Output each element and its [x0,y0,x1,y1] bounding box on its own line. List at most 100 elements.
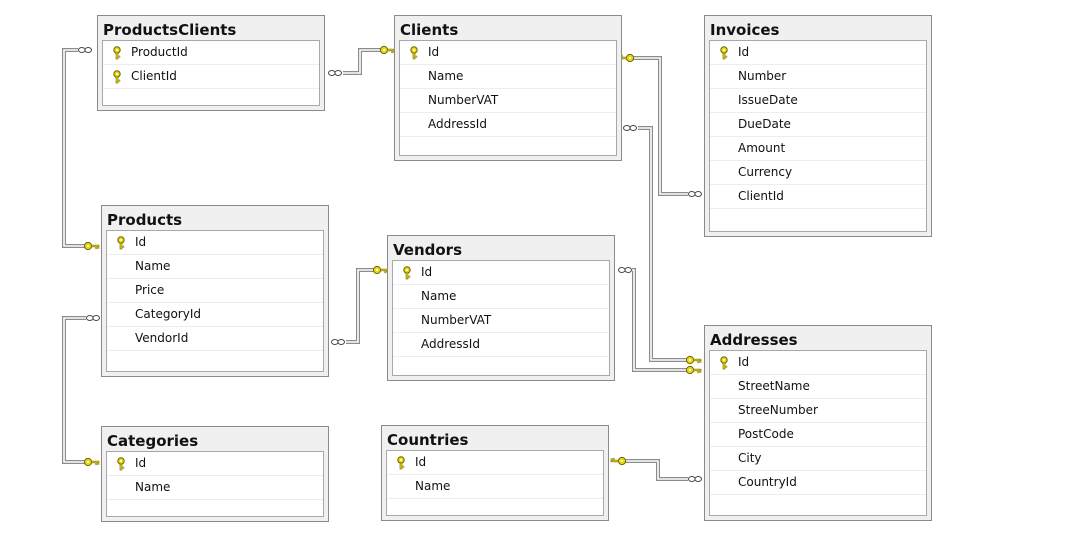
column-row[interactable]: Id [710,351,926,375]
column-name: Id [135,456,147,470]
column-row[interactable]: AddressId [400,113,616,137]
column-name: VendorId [135,331,189,345]
relationship-productsclients-clients[interactable] [328,45,396,76]
column-list: Id StreetName StreeNumber PostCode City … [709,350,927,516]
key-icon [403,266,411,280]
relationship-addresses-countries[interactable] [610,456,702,482]
column-row[interactable]: Name [107,255,323,279]
relationship-invoices-clients[interactable] [618,53,702,197]
table-countries[interactable]: Countries Id Name [381,425,609,521]
column-row[interactable]: Name [107,476,323,500]
table-title: Invoices [710,21,780,39]
relationship-vendors-addresses[interactable] [618,267,702,375]
column-name: StreetName [738,379,810,393]
column-row[interactable]: Number [710,65,926,89]
column-row[interactable]: ClientId [710,185,926,209]
column-row[interactable]: Id [400,41,616,65]
key-icon [117,236,125,250]
relationship-clients-addresses[interactable] [623,125,702,365]
table-products[interactable]: Products Id Name Price CategoryId Vendor… [101,205,329,377]
column-row[interactable]: NumberVAT [393,309,609,333]
column-row[interactable]: Id [107,231,323,255]
column-name: Amount [738,141,786,155]
relationship-products-categories[interactable] [62,315,100,467]
key-icon [113,46,121,60]
column-row[interactable]: IssueDate [710,89,926,113]
column-name: Id [421,265,433,279]
column-name: NumberVAT [428,93,499,107]
column-list: Id Name [106,451,324,517]
column-name: AddressId [428,117,487,131]
column-row[interactable]: StreetName [710,375,926,399]
column-row[interactable]: VendorId [107,327,323,351]
column-row[interactable]: DueDate [710,113,926,137]
column-row[interactable]: Id [393,261,609,285]
table-categories[interactable]: Categories Id Name [101,426,329,522]
column-name: StreeNumber [738,403,818,417]
column-row[interactable]: Price [107,279,323,303]
column-name: Name [421,289,457,303]
column-name: CategoryId [135,307,201,321]
column-name: Name [415,479,451,493]
relationship-products-vendors[interactable] [331,265,389,345]
column-list: Id Name [386,450,604,516]
column-name: Name [428,69,464,83]
table-addresses[interactable]: Addresses Id StreetName StreeNumber Post… [704,325,932,521]
column-row[interactable]: PostCode [710,423,926,447]
key-icon [720,356,728,370]
column-name: Id [415,455,427,469]
column-name: ClientId [131,69,177,83]
key-icon [117,457,125,471]
relationship-productsclients-products[interactable] [62,47,100,251]
column-row[interactable]: NumberVAT [400,89,616,113]
column-list: Id Name NumberVAT AddressId [392,260,610,376]
column-row[interactable]: Id [710,41,926,65]
table-title: Vendors [393,241,463,259]
column-row[interactable]: AddressId [393,333,609,357]
column-list: ProductId ClientId [102,40,320,106]
column-row[interactable]: Currency [710,161,926,185]
column-name: Id [428,45,440,59]
table-title: ProductsClients [103,21,237,39]
column-name: ProductId [131,45,188,59]
column-name: CountryId [738,475,797,489]
column-row[interactable]: CategoryId [107,303,323,327]
column-row[interactable]: Id [387,451,603,475]
column-name: Id [738,355,750,369]
key-icon [410,46,418,60]
column-name: DueDate [738,117,791,131]
table-title: Addresses [710,331,798,349]
column-list: Id Number IssueDate DueDate Amount Curre… [709,40,927,232]
table-vendors[interactable]: Vendors Id Name NumberVAT AddressId [387,235,615,381]
column-name: NumberVAT [421,313,492,327]
column-name: Currency [738,165,793,179]
column-row[interactable]: Name [400,65,616,89]
table-productsclients[interactable]: ProductsClients ProductId ClientId [97,15,325,111]
table-title: Products [107,211,183,229]
column-row[interactable]: ClientId [103,65,319,89]
column-name: City [738,451,762,465]
key-icon [397,456,405,470]
column-list: Id Name NumberVAT AddressId [399,40,617,156]
column-row[interactable]: Amount [710,137,926,161]
column-name: ClientId [738,189,784,203]
column-row[interactable]: Name [393,285,609,309]
column-row[interactable]: StreeNumber [710,399,926,423]
column-row[interactable]: CountryId [710,471,926,495]
column-row[interactable]: Name [387,475,603,499]
column-name: Name [135,259,171,273]
column-row[interactable]: Id [107,452,323,476]
table-clients[interactable]: Clients Id Name NumberVAT AddressId [394,15,622,161]
table-title: Countries [387,431,469,449]
key-icon [113,70,121,84]
column-row[interactable]: ProductId [103,41,319,65]
column-name: Number [738,69,787,83]
column-name: Name [135,480,171,494]
column-list: Id Name Price CategoryId VendorId [106,230,324,372]
table-invoices[interactable]: Invoices Id Number IssueDate DueDate Amo… [704,15,932,237]
column-name: Id [135,235,147,249]
column-row[interactable]: City [710,447,926,471]
table-title: Categories [107,432,199,450]
column-name: AddressId [421,337,480,351]
